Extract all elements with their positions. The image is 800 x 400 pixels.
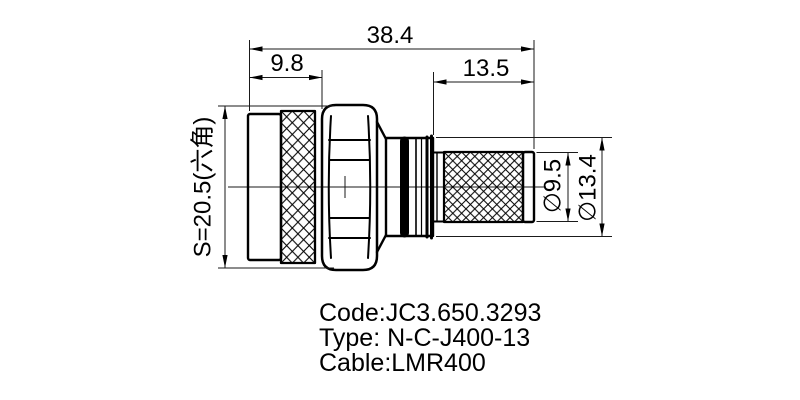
arrowhead [599, 223, 605, 237]
extension-lines [218, 40, 612, 269]
hex-coupling-nut [320, 103, 379, 272]
title-block: Code:JC3.650.3293 Type: N-C-J400-13 Cabl… [319, 299, 541, 377]
arrowhead [433, 79, 447, 85]
sleeve-neck [432, 151, 445, 223]
body-groove-lines [415, 134, 433, 240]
arrowhead [222, 255, 228, 268]
dim-sleeve-diameter: ∅9.5 [540, 159, 567, 213]
arrowhead [521, 46, 534, 52]
arrowhead [222, 106, 228, 119]
dim-crimp-length: 13.5 [463, 55, 510, 82]
arrowhead [565, 208, 571, 222]
o-ring-seal [400, 136, 409, 238]
arrowhead [599, 137, 605, 151]
dim-front-length: 9.8 [270, 50, 303, 77]
cable-label: Cable:LMR400 [319, 349, 486, 377]
tapered-shoulder [375, 120, 388, 254]
connector-body-group [246, 103, 536, 272]
arrowhead [309, 74, 322, 81]
code-label: Code:JC3.650.3293 [319, 299, 541, 327]
arrowhead [565, 152, 571, 166]
dim-hex-across-flats: S=20.5(六角) [190, 117, 217, 258]
arrowhead [521, 79, 534, 85]
knurled-crimp-sleeve [442, 150, 525, 224]
dim-overall-length: 38.4 [367, 22, 414, 49]
dimension-lines [222, 46, 605, 268]
arrowhead [249, 74, 263, 81]
dim-body-diameter: ∅13.4 [575, 154, 602, 222]
sleeve-end-cap [521, 150, 536, 224]
type-label: Type: N-C-J400-13 [319, 324, 530, 352]
arrowhead [249, 46, 263, 52]
knurled-grip-ring [279, 109, 317, 265]
